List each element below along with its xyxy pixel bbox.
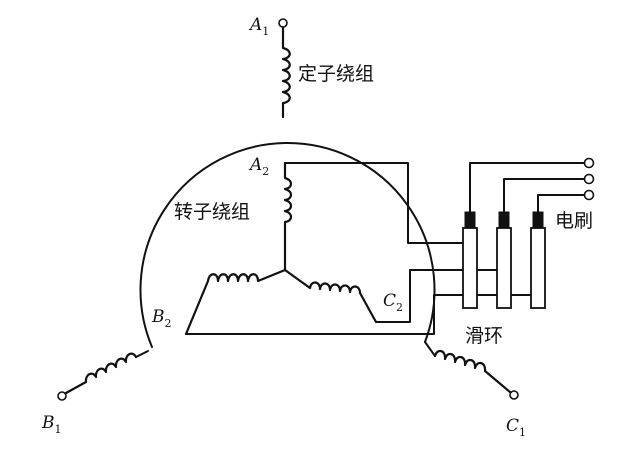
brush-1 — [464, 211, 476, 229]
rotor-coil-b — [184, 268, 287, 336]
slip-ring-1 — [462, 227, 478, 309]
stator-coil-a — [281, 25, 291, 119]
label-b2: B2 — [151, 307, 172, 330]
label-a1: A1 — [248, 15, 269, 38]
terminal-b1 — [57, 391, 67, 401]
slip-ring-3 — [530, 227, 546, 309]
brush-lead-3 — [537, 194, 585, 213]
caption-stator-winding: 定子绕组 — [298, 63, 374, 85]
caption-slip-ring: 滑环 — [465, 325, 503, 347]
slip-ring-2 — [496, 227, 512, 309]
rotor-coil-c — [283, 268, 378, 324]
wire-b2-to-ring-3 — [185, 294, 533, 335]
output-terminal-3 — [583, 189, 595, 201]
brush-lead-2 — [503, 178, 585, 213]
wire-a2-to-ring-1 — [284, 162, 465, 244]
rotor-coil-a — [283, 161, 293, 272]
output-terminal-1 — [583, 157, 595, 169]
terminal-a1 — [278, 18, 288, 28]
label-b1: B1 — [41, 413, 62, 436]
terminal-c1 — [509, 390, 519, 400]
output-terminal-2 — [583, 173, 595, 185]
label-c1: C1 — [506, 416, 526, 439]
brush-2 — [498, 211, 510, 229]
brush-3 — [532, 211, 544, 229]
stator-coil-b — [135, 350, 149, 358]
stator-coil-b-turns — [64, 352, 138, 395]
wire-c2-to-ring-2 — [375, 269, 499, 323]
stator-coil-c-turns — [433, 349, 512, 394]
stator-coil-c — [424, 341, 436, 357]
brush-lead-1 — [469, 162, 585, 213]
caption-rotor-winding: 转子绕组 — [174, 201, 250, 223]
label-c2: C2 — [383, 291, 403, 314]
caption-brush: 电刷 — [555, 210, 593, 232]
label-a2: A2 — [248, 155, 269, 178]
stator-frame-circle — [139, 142, 436, 348]
